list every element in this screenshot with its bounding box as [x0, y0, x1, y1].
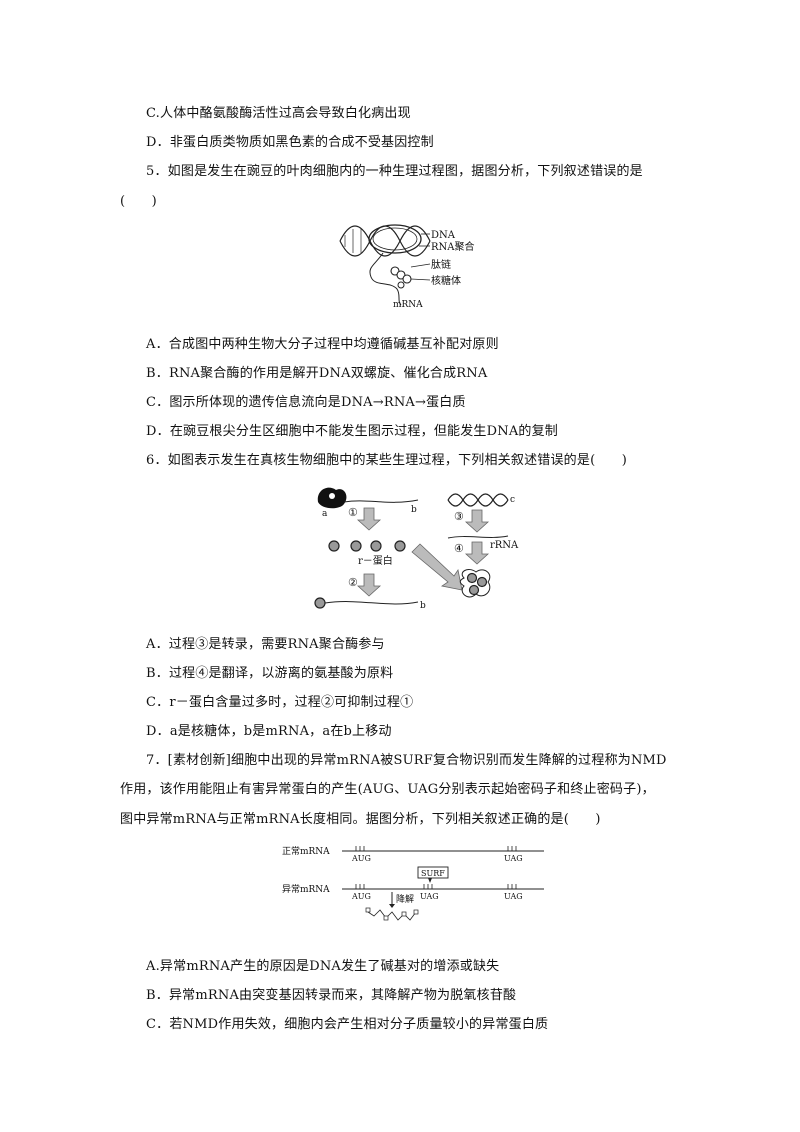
label-mrna: mRNA	[393, 300, 423, 310]
q6-stem: 6．如图表示发生在真核生物细胞中的某些生理过程，下列相关叙述错误的是( )	[146, 453, 628, 468]
q6-option-a: A．过程③是转录，需要RNA聚合酶参与	[146, 637, 385, 652]
label-b-top: b	[411, 505, 417, 515]
q5-option-a: A．合成图中两种生物大分子过程中均遵循碱基互补配对原则	[146, 337, 499, 352]
label-step-2: ②	[348, 576, 358, 589]
q5-option-b: B．RNA聚合酶的作用是解开DNA双螺旋、催化合成RNA	[146, 366, 488, 381]
q7-option-c: C．若NMD作用失效，细胞内会产生相对分子质量较小的异常蛋白质	[146, 1017, 549, 1032]
label-dna: DNA	[431, 230, 456, 241]
label-rna-polymerase: RNA聚合酶	[431, 240, 475, 253]
label-surf: SURF	[421, 869, 445, 878]
label-step-3: ③	[454, 510, 464, 523]
label-ribosome: 核糖体	[431, 274, 461, 287]
label-peptide: 肽链	[431, 258, 451, 271]
q7-option-a: A.异常mRNA产生的原因是DNA发生了碱基对的增添或缺失	[146, 959, 500, 974]
q5-option-d: D．在豌豆根尖分生区细胞中不能发生图示过程，但能发生DNA的复制	[146, 424, 559, 439]
label-rrna: rRNA	[490, 540, 519, 551]
label-aug-abnormal: AUG	[351, 892, 371, 901]
q7-stem-line-2: 作用，该作用能阻止有害异常蛋白的产生(AUG、UAG分别表示起始密码子和终止密码…	[120, 782, 655, 797]
q5-transcription-translation-figure: DNA RNA聚合酶 肽链 核糖体 mRNA	[339, 224, 475, 310]
label-a: a	[322, 509, 328, 519]
q7-option-b: B．异常mRNA由突变基因转录而来，其降解产物为脱氧核苷酸	[146, 988, 517, 1003]
label-uag-abnormal: UAG	[504, 892, 523, 901]
q7-nmd-figure: 正常mRNA AUG UAG 异常mRNA AUG UAG UAG SURF 降…	[282, 845, 544, 921]
label-c: c	[510, 495, 515, 505]
q4-option-c: C.人体中酪氨酸酶活性过高会导致白化病出现	[146, 106, 411, 121]
label-aug-normal: AUG	[351, 854, 371, 863]
label-r-protein: r－蛋白	[358, 554, 393, 567]
label-uag-premature: UAG	[420, 892, 439, 901]
q6-option-c: C．r－蛋白含量过多时，过程②可抑制过程①	[146, 695, 414, 710]
q6-ribosome-figure: a b ① r－蛋白 ② b c ③ ④ rRNA	[314, 487, 519, 611]
q7-stem-line-3: 图中异常mRNA与正常mRNA长度相同。据图分析，下列相关叙述正确的是( )	[120, 812, 601, 827]
label-step-4: ④	[454, 542, 464, 555]
q5-answer-paren: ( )	[120, 194, 157, 209]
label-uag-normal: UAG	[504, 854, 523, 863]
q5-stem: 5．如图是发生在豌豆的叶肉细胞内的一种生理过程图，据图分析，下列叙述错误的是	[146, 164, 643, 179]
q6-option-b: B．过程④是翻译，以游离的氨基酸为原料	[146, 666, 394, 681]
label-b-bottom: b	[420, 601, 426, 611]
label-abnormal-mrna: 异常mRNA	[282, 883, 330, 895]
q7-stem-line-1: 7．[素材创新]细胞中出现的异常mRNA被SURF复合物识别而发生降解的过程称为…	[146, 753, 667, 768]
label-normal-mrna: 正常mRNA	[282, 845, 330, 857]
q6-option-d: D．a是核糖体，b是mRNA，a在b上移动	[146, 724, 392, 739]
label-step-1: ①	[348, 506, 358, 519]
label-degrade: 降解	[396, 893, 414, 905]
q5-option-c: C．图示所体现的遗传信息流向是DNA→RNA→蛋白质	[146, 395, 466, 410]
q4-option-d: D．非蛋白质类物质如黑色素的合成不受基因控制	[146, 135, 434, 150]
